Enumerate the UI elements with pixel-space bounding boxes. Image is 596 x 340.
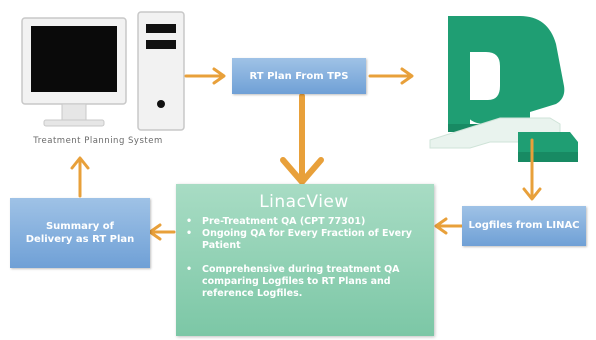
bullet-dot-icon: • [186,216,193,227]
summary-box: Summary of Delivery as RT Plan [10,198,150,268]
linac-machine-icon [429,16,578,162]
arrow-computer-to-rtplan [184,67,226,85]
logfiles-label: Logfiles from LINAC [468,220,580,231]
rt-plan-label: RT Plan From TPS [249,70,349,82]
logfiles-box: Logfiles from LINAC [462,206,586,246]
rt-plan-box: RT Plan From TPS [232,58,366,94]
arrow-rtplan-to-linac [368,67,414,85]
tower-case-icon [137,11,185,131]
tps-label: Treatment Planning System [33,136,163,146]
linacview-bullet-text: Pre-Treatment QA (CPT 77301) [202,216,366,227]
summary-label: Summary of Delivery as RT Plan [25,221,135,245]
linacview-bullet: • Ongoing QA for Every Fraction of Every… [184,228,424,252]
arrow-linacview-to-summary [148,223,176,241]
linacview-bullet: • Comprehensive during treatment QA comp… [184,264,424,300]
arrow-rtplan-to-linacview [280,93,324,185]
bullet-dot-icon: • [186,264,193,275]
linacview-title: LinacView [259,192,349,212]
computer-monitor-icon [21,17,127,127]
linacview-bullet-text: Comprehensive during treatment QA compar… [202,264,400,299]
linacview-box: LinacView • Pre-Treatment QA (CPT 77301)… [176,184,434,336]
flow-arrows [70,67,542,241]
arrow-summary-to-computer [70,156,90,198]
linacview-bullet: • Pre-Treatment QA (CPT 77301) [184,216,424,228]
linacview-bullet-text: Ongoing QA for Every Fraction of Every P… [202,228,412,251]
arrow-linac-to-logfiles [522,138,542,201]
bullet-dot-icon: • [186,228,193,239]
arrow-logfiles-to-linacview [434,217,464,235]
linacview-bullet-list: • Pre-Treatment QA (CPT 77301) • Ongoing… [184,216,424,300]
